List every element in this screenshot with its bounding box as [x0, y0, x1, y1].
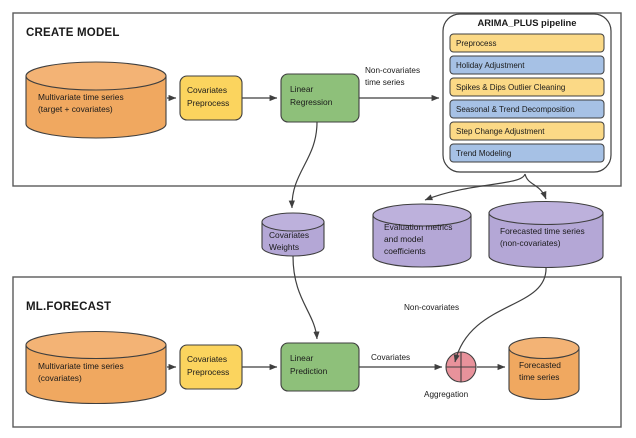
create-model-linear-regression-box: [280, 73, 360, 123]
pipeline-step-rect-0: [449, 33, 605, 53]
evaluation-metrics-cylinder: [372, 203, 472, 268]
ml-forecast-linear-prediction-box: [280, 342, 360, 392]
edge-forecasted-non-covariates-to-aggregation: [453, 266, 547, 363]
ml-forecast-source-cylinder: [25, 330, 167, 405]
pipeline-step-rect-5: [449, 143, 605, 163]
pipeline-step-rect-2: [449, 77, 605, 97]
edge-pipeline-to-forecasted-non-covariates: [524, 173, 547, 200]
covariates-weights-cylinder: [261, 212, 325, 257]
edge-pipeline-to-evaluation-metrics: [424, 173, 526, 201]
ml-forecast-preprocess-box: [179, 344, 243, 390]
edge-regression-to-covariates-weights: [288, 121, 318, 209]
create-model-preprocess-box: [179, 75, 243, 121]
pipeline-step-rect-3: [449, 99, 605, 119]
aggregation-node: [445, 351, 477, 383]
pipeline-step-rect-1: [449, 55, 605, 75]
pipeline-step-rect-4: [449, 121, 605, 141]
ml-forecast-frame: [12, 276, 622, 428]
edge-covariates-weights-to-linear-prediction: [292, 255, 320, 340]
ml-forecast-output-cylinder: [508, 336, 580, 401]
create-model-source-cylinder: [25, 61, 167, 139]
forecasted-non-covariates-cylinder: [488, 200, 604, 269]
